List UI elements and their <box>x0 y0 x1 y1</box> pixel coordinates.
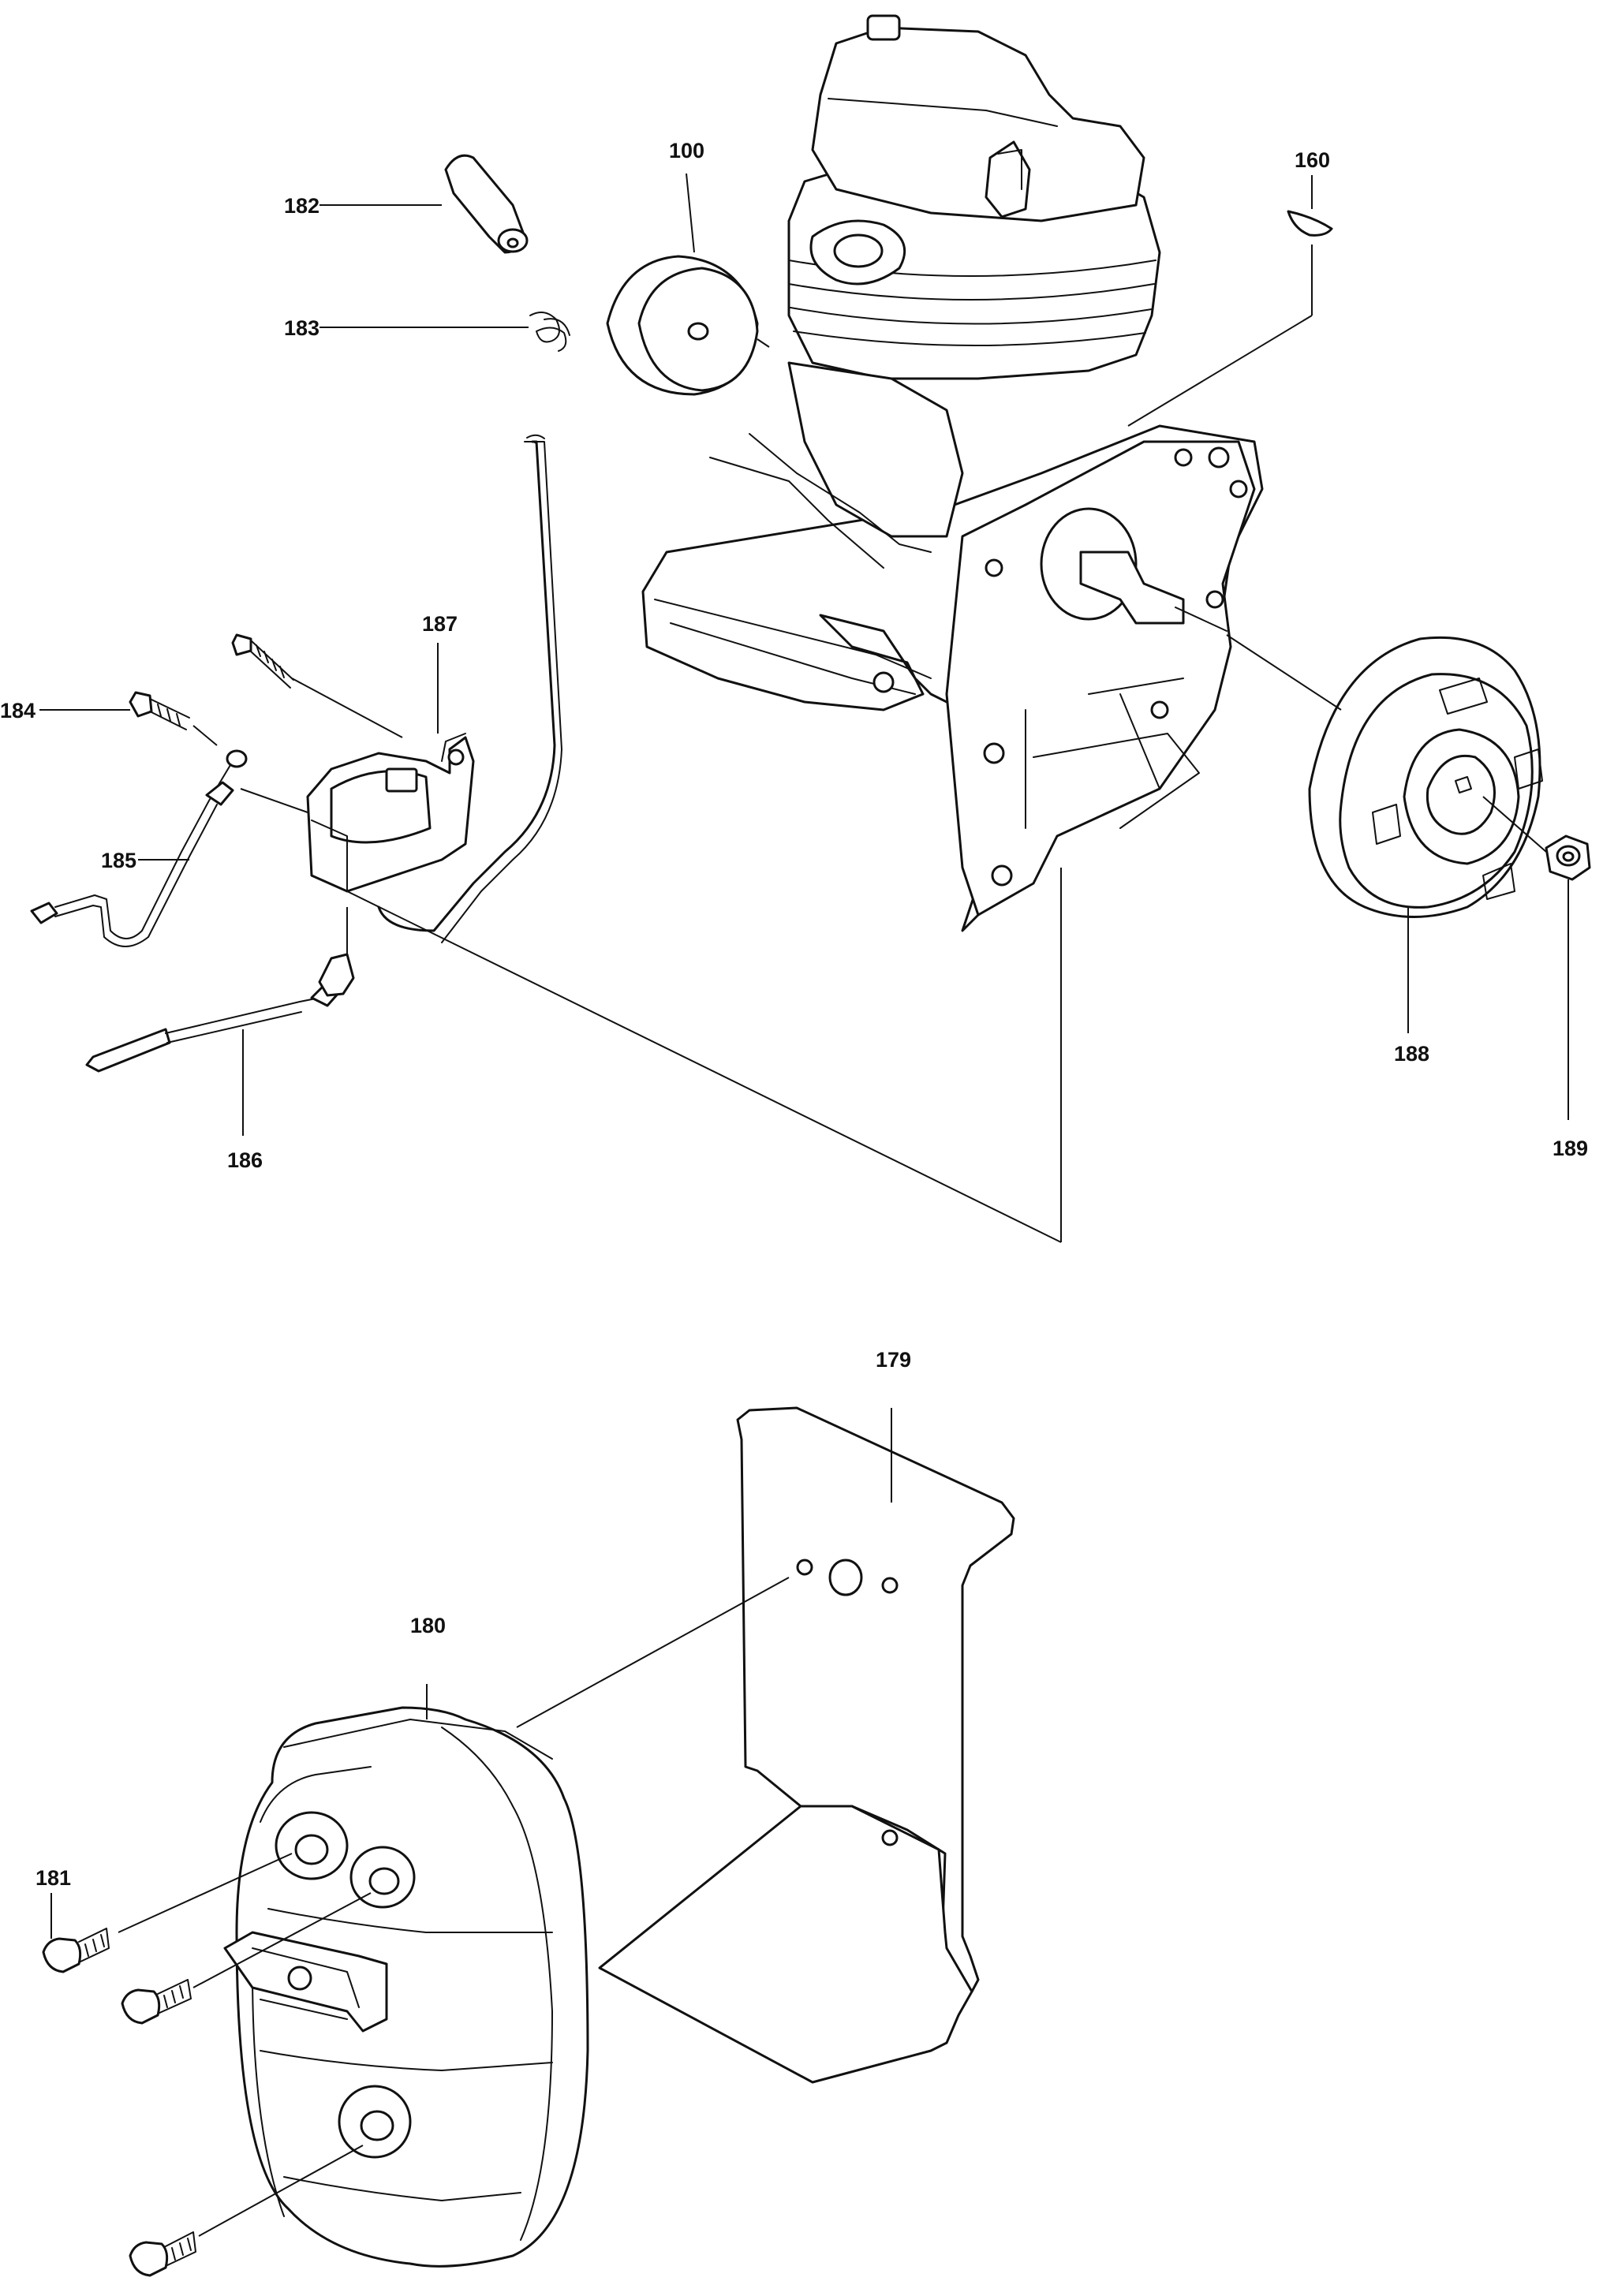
callout-186: 186 <box>227 1148 263 1172</box>
leader-lines <box>39 173 1569 2237</box>
heat-shield-part <box>598 1406 1015 2084</box>
key-part <box>1287 210 1333 237</box>
callout-181: 181 <box>35 1866 71 1890</box>
spring-clip-part <box>529 312 570 352</box>
callout-184: 184 <box>0 699 35 722</box>
starter-pulley-part <box>1308 636 1543 918</box>
callout-187: 187 <box>422 612 458 636</box>
screw-184-part <box>129 691 190 730</box>
callout-189: 189 <box>1553 1137 1588 1160</box>
plug-cap-part <box>444 154 529 254</box>
muffler-screws-part <box>42 1928 196 2277</box>
callout-100: 100 <box>669 139 704 162</box>
callout-183: 183 <box>284 316 319 340</box>
muffler-part <box>223 1706 589 2268</box>
ground-wire-part <box>30 749 248 947</box>
callout-188: 188 <box>1394 1042 1429 1066</box>
callout-160: 160 <box>1295 148 1330 172</box>
callout-179: 179 <box>876 1348 911 1372</box>
stop-wire-part <box>85 953 355 1073</box>
flywheel-disc-part <box>606 255 759 396</box>
callout-182: 182 <box>284 194 319 218</box>
callout-185: 185 <box>101 849 136 872</box>
nut-part <box>1545 834 1591 881</box>
engine-block-part <box>641 14 1264 932</box>
callout-180: 180 <box>410 1614 446 1637</box>
